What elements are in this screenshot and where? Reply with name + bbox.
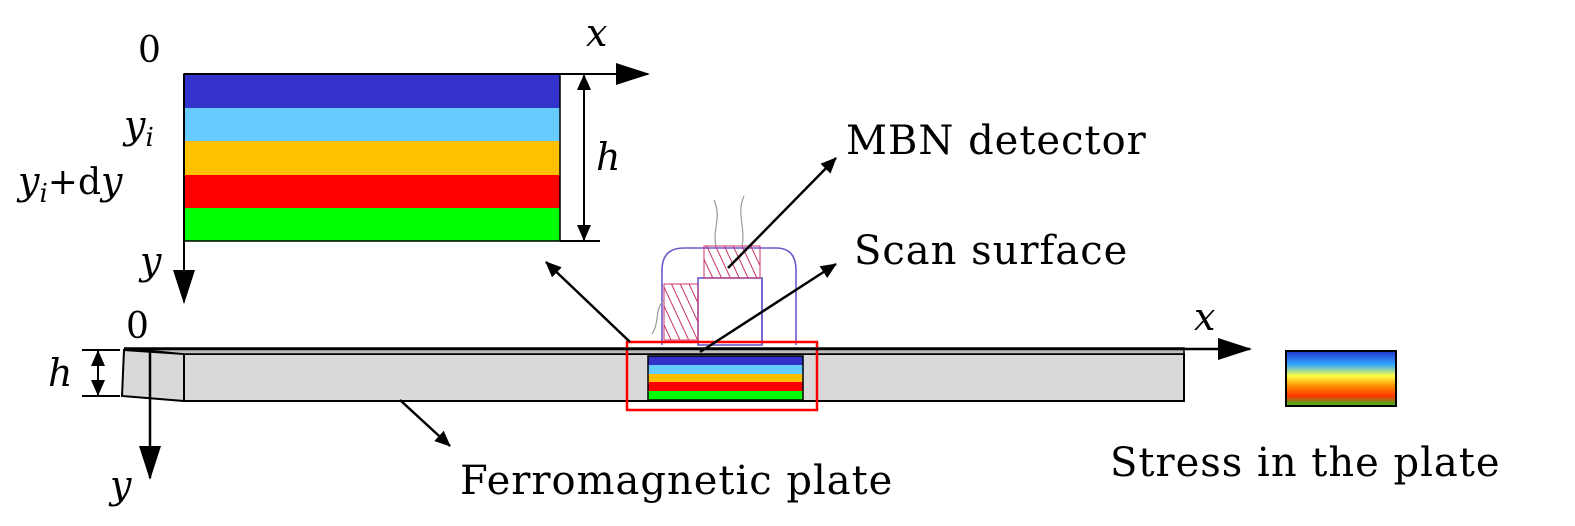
plate-x-label: x (1194, 295, 1215, 339)
mbn-detector (651, 195, 797, 346)
yi-dy-base: y (16, 159, 40, 203)
mbn-detector-label: MBN detector (846, 118, 1147, 164)
pointer-arrows (399, 157, 837, 447)
yi-label: yi (122, 103, 154, 153)
yi-dy-y: y (99, 159, 123, 203)
arrow-to-plate-label (399, 399, 451, 447)
plate-left-end (120, 348, 185, 403)
top-x-label: x (586, 11, 607, 55)
plate-layer-4 (648, 382, 803, 391)
plate-layer-5 (648, 391, 803, 400)
arrow-to-layer-view (545, 261, 631, 343)
top-y-label: y (138, 239, 162, 283)
layer-4 (184, 175, 560, 208)
yi-dy-label: yi+dy (16, 159, 123, 209)
yi-base: y (122, 103, 146, 147)
detector-core (697, 277, 763, 346)
stress-in-plate-label: Stress in the plate (1110, 440, 1501, 486)
scan-highlight-box (625, 340, 819, 412)
arrow-to-scan-surface (699, 262, 837, 354)
plate-layer-3 (648, 374, 803, 382)
layer-1 (184, 74, 560, 108)
plate-layer-border (647, 355, 804, 401)
layer-view: 0 x y h yi yi+dy (16, 11, 650, 304)
top-h-label: h (596, 135, 620, 179)
yi-dy-plus: + (48, 162, 78, 203)
layer-2 (184, 108, 560, 141)
ferromagnetic-plate (120, 340, 1185, 412)
top-coil (703, 245, 761, 279)
layer-3 (184, 141, 560, 175)
yi-dy-d: d (78, 162, 101, 203)
stress-gradient-box (1285, 350, 1397, 407)
plate-layer-2 (648, 365, 803, 374)
wire-3 (651, 299, 665, 335)
wire-2 (740, 195, 745, 247)
wire-1 (713, 199, 718, 247)
plate-h-label: h (48, 351, 72, 395)
arrow-to-mbn-detector (727, 157, 837, 269)
yi-dy-sub: i (39, 179, 47, 209)
plate-axes: 0 x y h (48, 295, 1252, 507)
plate-layer-1 (648, 356, 803, 365)
layer-5 (184, 208, 560, 241)
top-origin-label: 0 (138, 30, 161, 71)
plate-origin-label: 0 (126, 306, 149, 347)
stress-swatch (1285, 350, 1397, 407)
side-coil (663, 283, 699, 341)
ferromagnetic-plate-label: Ferromagnetic plate (460, 458, 893, 504)
yi-sub: i (145, 123, 153, 153)
scan-surface-label: Scan surface (854, 228, 1128, 274)
plate-y-label: y (108, 463, 132, 507)
